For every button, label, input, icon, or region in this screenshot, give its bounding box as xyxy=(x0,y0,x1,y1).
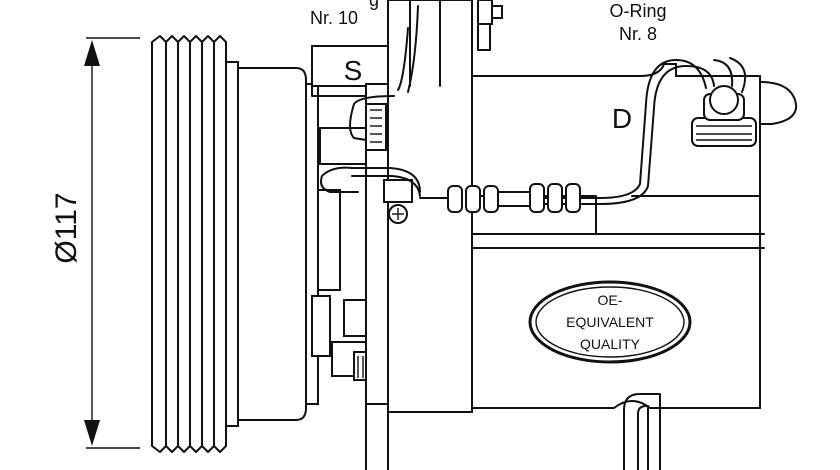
outlet-pipe xyxy=(623,393,661,470)
oe-equivalent-badge xyxy=(528,280,692,364)
oring-label: O-Ring xyxy=(609,1,666,21)
pulley xyxy=(151,35,239,453)
arrow-down-icon xyxy=(84,420,100,446)
clutch-hub xyxy=(237,67,381,421)
sensor-connector xyxy=(691,85,757,147)
d-mark-label: D xyxy=(612,103,632,134)
s-mark-label: S xyxy=(344,55,363,86)
screw-icon xyxy=(388,204,408,224)
top-fittings xyxy=(477,0,503,51)
partial-top-label: g xyxy=(369,0,379,10)
badge-text-line2: EQUIVALENT xyxy=(566,314,654,330)
arrow-up-icon xyxy=(84,40,100,66)
badge-text-line3: QUALITY xyxy=(580,336,641,352)
nr8-label: Nr. 8 xyxy=(619,24,657,44)
dimension-line xyxy=(84,37,140,449)
wire-harness xyxy=(320,5,746,205)
wire-boot xyxy=(419,183,581,213)
dimension-label: Ø117 xyxy=(50,192,83,263)
badge-text-line1: OE- xyxy=(598,292,623,308)
nr10-label: Nr. 10 xyxy=(310,8,358,28)
